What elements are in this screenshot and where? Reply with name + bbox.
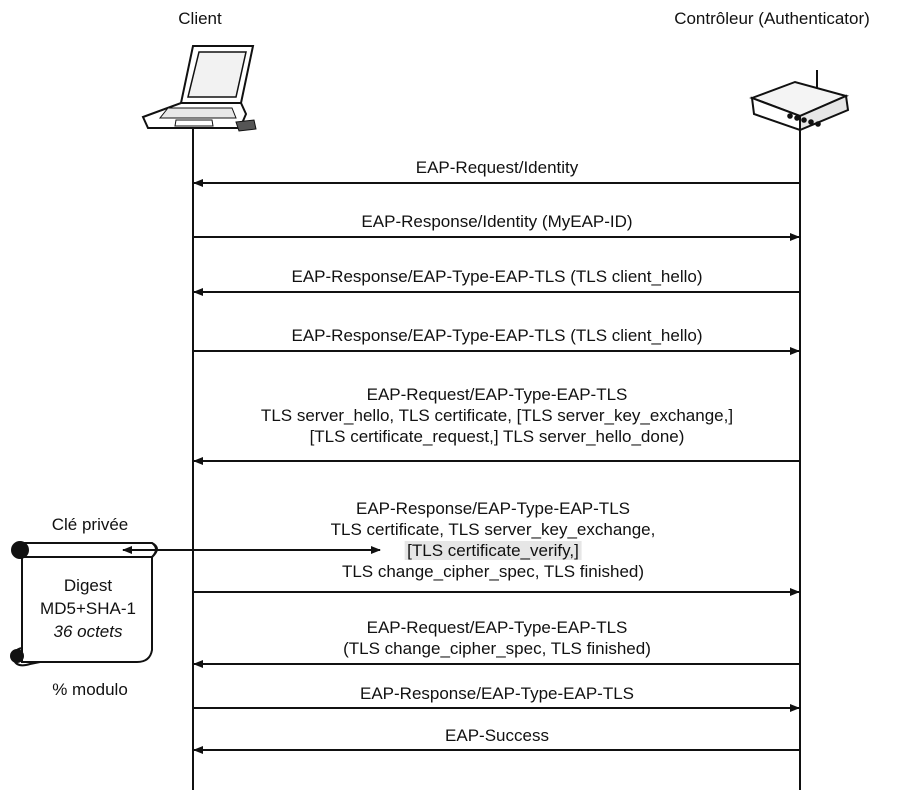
digest-text: Digest MD5+SHA-1 36 octets <box>40 576 136 641</box>
message-label: EAP-Request/EAP-Type-EAP-TLS TLS server_… <box>260 385 734 446</box>
laptop-icon <box>141 45 257 132</box>
certificate-verify-highlight: [TLS certificate_verify,] <box>404 541 582 560</box>
private-key-label: Clé privée <box>51 515 129 534</box>
wireless-router-icon <box>749 70 850 132</box>
message-label: EAP-Response/EAP-Type-EAP-TLS TLS certif… <box>330 499 656 581</box>
message-label: EAP-Response/Identity (MyEAP-ID) <box>361 212 633 231</box>
modulo-label: % modulo <box>52 680 128 699</box>
authenticator-label: Contrôleur (Authenticator) <box>674 9 870 28</box>
message-label: EAP-Success <box>445 726 549 745</box>
message-label: EAP-Response/EAP-Type-EAP-TLS (TLS clien… <box>291 267 703 286</box>
message-label: EAP-Request/Identity <box>415 158 579 177</box>
message-label: EAP-Response/EAP-Type-EAP-TLS <box>359 684 635 703</box>
client-label: Client <box>178 9 222 28</box>
message-label: EAP-Response/EAP-Type-EAP-TLS (TLS clien… <box>291 326 703 345</box>
message-label: EAP-Request/EAP-Type-EAP-TLS (TLS change… <box>343 618 651 658</box>
